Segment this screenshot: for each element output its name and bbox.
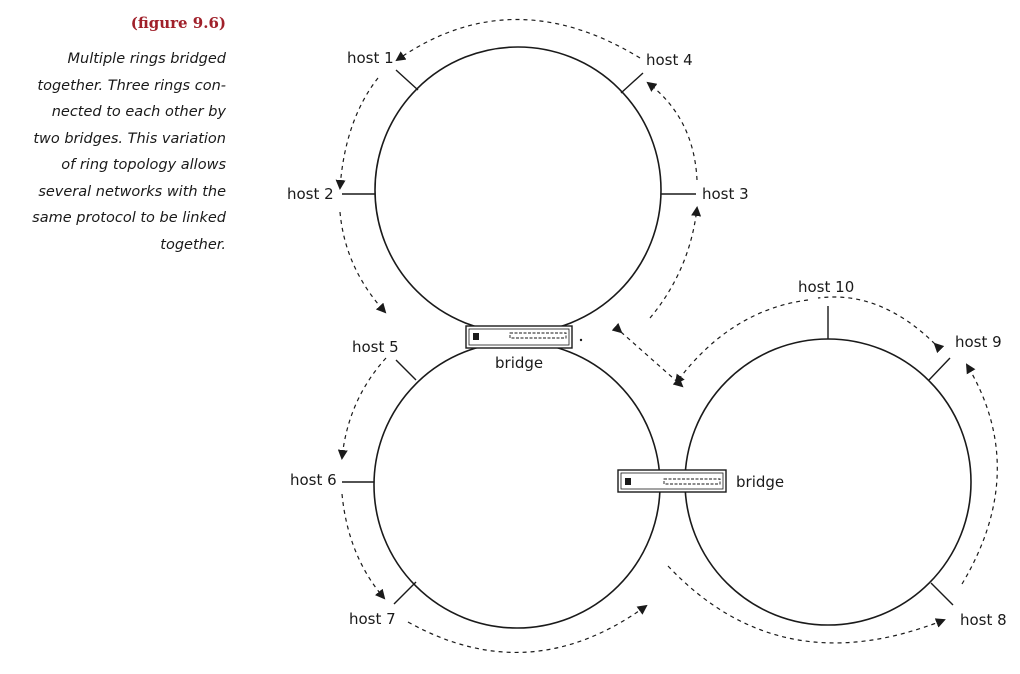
host-10-label: host 10 xyxy=(798,278,854,296)
ring-bottom-right xyxy=(684,338,972,626)
arrow-host3-to-host4 xyxy=(646,81,698,181)
arrow-host1-to-host2 xyxy=(335,77,379,190)
host-6-label: host 6 xyxy=(290,471,337,489)
host-9-link xyxy=(928,357,951,381)
bridge-right-label: bridge xyxy=(736,473,784,491)
arrow-host2-to-bridge xyxy=(339,211,387,314)
arrow-bridge-bidirectional xyxy=(611,322,684,388)
ring-bottom-left xyxy=(373,341,661,629)
host-4-label: host 4 xyxy=(646,51,693,69)
host-9-label: host 9 xyxy=(955,333,1002,351)
host-7-link xyxy=(393,581,417,605)
host-4-link xyxy=(620,72,644,94)
caption-line: same protocol to be linked xyxy=(32,210,226,226)
arrow-host6-to-host7 xyxy=(341,493,386,600)
arrow-host7-to-bridge xyxy=(407,604,648,653)
host-7-label: host 7 xyxy=(349,610,396,628)
caption-line: two bridges. This variation xyxy=(33,130,226,147)
caption-line: several networks with the xyxy=(38,183,226,200)
host-1-link xyxy=(395,69,419,91)
arrow-ring3-to-host8 xyxy=(667,565,946,644)
arrow-ring1-to-host3 xyxy=(649,206,702,319)
host-8-label: host 8 xyxy=(960,611,1007,629)
bridge-top xyxy=(465,325,583,349)
caption-line: together. xyxy=(160,236,226,253)
arrow-host10-to-bridge xyxy=(674,299,809,385)
bridge-right xyxy=(617,469,727,493)
host-5-link xyxy=(395,359,417,381)
arrow-host8-to-host9 xyxy=(961,363,998,585)
flow-arrows xyxy=(335,18,998,653)
host-5-label: host 5 xyxy=(352,338,399,356)
caption-line: together. Three rings con- xyxy=(37,77,226,94)
bridge-top-label: bridge xyxy=(495,354,543,372)
caption-line: of ring topology allows xyxy=(61,157,226,173)
host-8-link xyxy=(930,582,954,606)
caption-line: nected to each other by xyxy=(51,104,226,120)
caption-line: Multiple rings bridged xyxy=(67,51,226,67)
figure-description: Multiple rings bridged together. Three r… xyxy=(0,46,226,258)
figure-caption: (figure 9.6) Multiple rings bridged toge… xyxy=(0,14,226,258)
host-2-label: host 2 xyxy=(287,185,334,203)
figure-title: (figure 9.6) xyxy=(130,14,226,32)
host-3-label: host 3 xyxy=(702,185,749,203)
arrow-host4-to-host1 xyxy=(395,18,641,62)
host-1-label: host 1 xyxy=(347,49,394,67)
host-connectors xyxy=(342,69,954,606)
arrow-host5-to-host6 xyxy=(337,357,387,460)
arrow-ring3-to-host9 xyxy=(817,296,945,354)
